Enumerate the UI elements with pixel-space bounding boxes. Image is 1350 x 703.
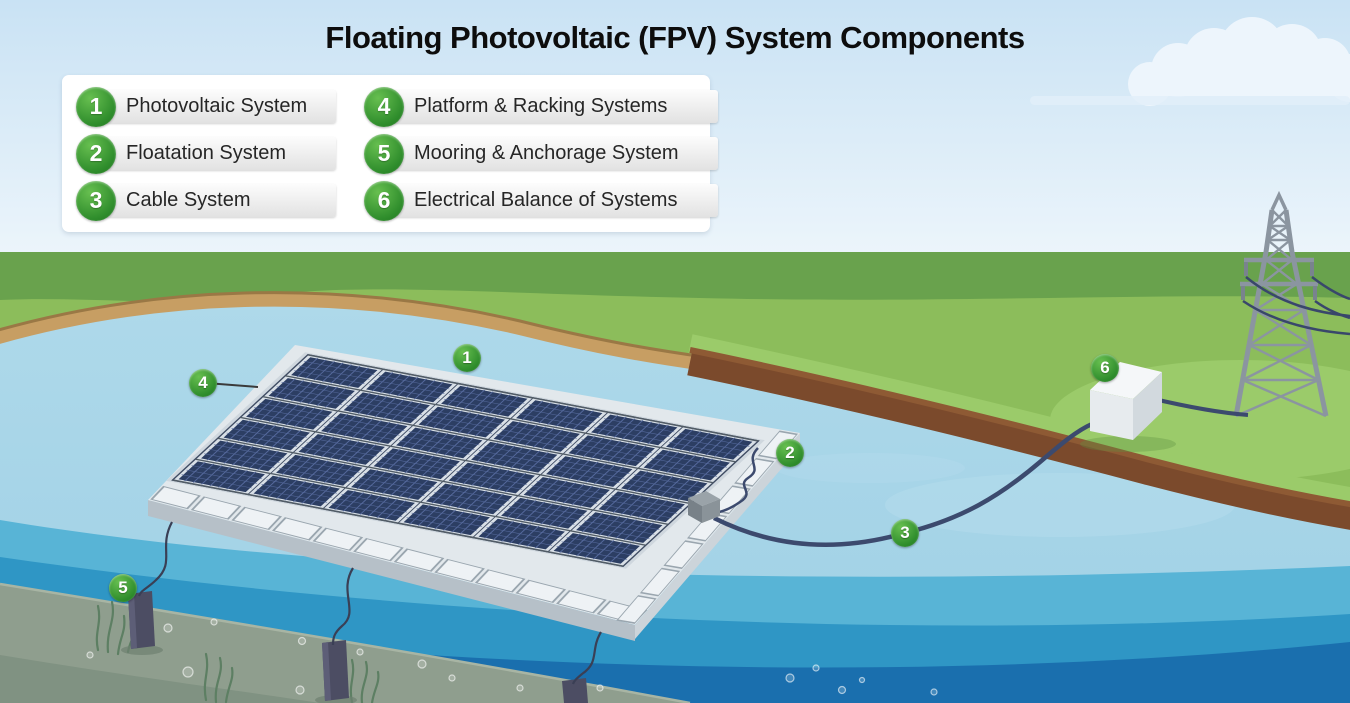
transmission-tower — [1233, 190, 1329, 418]
anchor-piles — [121, 591, 588, 703]
junction-box — [688, 491, 720, 523]
bank-brown — [687, 348, 1350, 530]
seaweed — [95, 600, 380, 703]
floating-platform — [148, 345, 800, 641]
legend-item-electrical-bos: 6 Electrical Balance of Systems — [364, 177, 718, 224]
legend-item-label: Floatation System — [100, 137, 336, 170]
cloud — [1128, 17, 1350, 106]
legend-item-photovoltaic: 1 Photovoltaic System — [76, 83, 364, 130]
mooring-lines — [137, 521, 602, 685]
legend-panel: 1 Photovoltaic System 2 Floatation Syste… — [62, 75, 718, 232]
cable-to-tower — [1149, 396, 1249, 417]
legend-number-badge: 2 — [76, 133, 116, 174]
marker-mooring-anchorage-system: 5 — [109, 574, 137, 602]
cloud-strip — [1030, 96, 1350, 105]
marker-electrical-balance-of-systems: 6 — [1091, 354, 1119, 382]
legend-item-label: Photovoltaic System — [100, 90, 336, 123]
page-title: Floating Photovoltaic (FPV) System Compo… — [325, 20, 1025, 55]
legend-number-badge: 4 — [364, 86, 404, 127]
cable-loops — [713, 447, 759, 515]
marker-platform-racking-systems: 4 — [189, 369, 217, 397]
legend-number-badge: 6 — [364, 180, 404, 221]
marker-cable-system: 3 — [891, 519, 919, 547]
grass-light-strip — [687, 334, 1350, 512]
cable-main — [712, 421, 1093, 547]
legend-item-label: Mooring & Anchorage System — [388, 137, 718, 170]
legend-number-badge: 3 — [76, 180, 116, 221]
deck-side-right — [635, 433, 800, 639]
grass-dark-band — [0, 252, 1350, 302]
marker-photovoltaic-system: 1 — [453, 344, 481, 372]
legend-item-label: Cable System — [100, 184, 336, 217]
marker-floatation-system: 2 — [776, 439, 804, 467]
deck-side-left — [148, 500, 635, 641]
tower-cross-arms — [1240, 257, 1318, 287]
racking-rails — [172, 354, 759, 567]
ebos-building — [1080, 362, 1176, 452]
legend-item-platform-racking: 4 Platform & Racking Systems — [364, 83, 718, 130]
legend-item-mooring-anchorage: 5 Mooring & Anchorage System — [364, 130, 718, 177]
legend-number-badge: 5 — [364, 133, 404, 174]
legend-item-label: Platform & Racking Systems — [388, 90, 718, 123]
legend-item-floatation: 2 Floatation System — [76, 130, 364, 177]
legend-item-cable: 3 Cable System — [76, 177, 364, 224]
tower-insulators — [1241, 262, 1317, 300]
power-lines — [1242, 276, 1350, 336]
shore-tan — [0, 292, 706, 371]
legend-item-label: Electrical Balance of Systems — [388, 184, 718, 217]
legend-number-badge: 1 — [76, 86, 116, 127]
shoreline — [0, 291, 1350, 530]
